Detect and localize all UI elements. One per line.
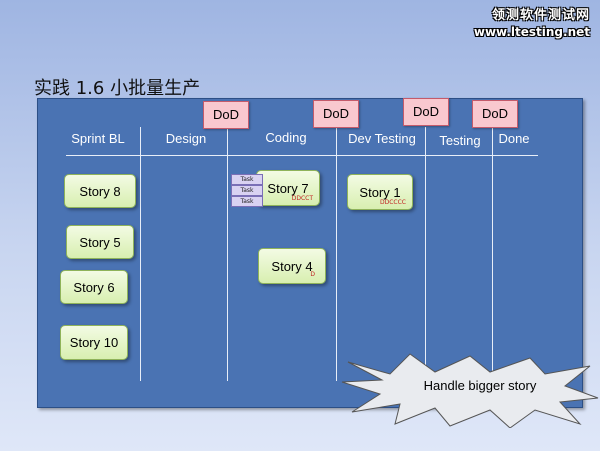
story-card-5[interactable]: Story 5 [66, 225, 134, 259]
column-header-sprint-bl: Sprint BL [71, 131, 125, 146]
column-header-testing: Testing [439, 133, 481, 148]
kanban-board: Sprint BL Design Coding Dev Testing Test… [37, 98, 583, 408]
story-label: Story 5 [79, 234, 121, 250]
column-header-coding: Coding [265, 130, 307, 145]
dod-tag-testing: DoD [472, 100, 518, 128]
story-card-4[interactable]: Story 4 D [258, 248, 326, 284]
column-header-design: Design [165, 131, 207, 146]
story-status-tag: D [310, 271, 315, 278]
story-label: Story 1 [359, 184, 401, 200]
story-status-tag: DDCCCC [380, 199, 406, 206]
story-card-6[interactable]: Story 6 [60, 270, 128, 304]
story-label: Story 4 [271, 258, 313, 274]
column-divider [336, 127, 337, 381]
dod-tag-coding: DoD [313, 100, 359, 128]
dod-tag-dev-testing: DoD [403, 98, 449, 126]
task-card[interactable]: Task [231, 185, 263, 196]
story-label: Story 7 [267, 180, 309, 196]
story-card-1[interactable]: Story 1 DDCCCC [347, 174, 413, 210]
story-label: Story 10 [69, 335, 119, 350]
watermark-url: www.ltesting.net [473, 25, 590, 39]
story-card-7[interactable]: Story 7 DDCCT [256, 170, 320, 206]
story-card-8[interactable]: Story 8 [64, 174, 136, 208]
story-label: Story 6 [73, 279, 115, 295]
task-card[interactable]: Task [231, 196, 263, 207]
callout-burst-icon [341, 353, 599, 428]
column-divider [227, 127, 228, 381]
watermark-cn: 领测软件测试网 [491, 8, 590, 23]
header-rule [66, 155, 538, 156]
column-divider [425, 127, 426, 381]
story-label: Story 8 [79, 183, 121, 199]
column-header-done: Done [498, 131, 530, 146]
story-card-10[interactable]: Story 10 [60, 325, 128, 360]
dod-tag-design: DoD [203, 101, 249, 129]
callout-text: Handle bigger story [423, 378, 537, 393]
column-divider [140, 127, 141, 381]
task-card[interactable]: Task [231, 174, 263, 185]
column-header-dev-testing: Dev Testing [348, 131, 416, 146]
watermark: 领测软件测试网 www.ltesting.net [474, 8, 590, 40]
slide-title: 实践 1.6 小批量生产 [34, 78, 201, 99]
column-divider [492, 127, 493, 381]
story-status-tag: DDCCT [291, 195, 313, 202]
